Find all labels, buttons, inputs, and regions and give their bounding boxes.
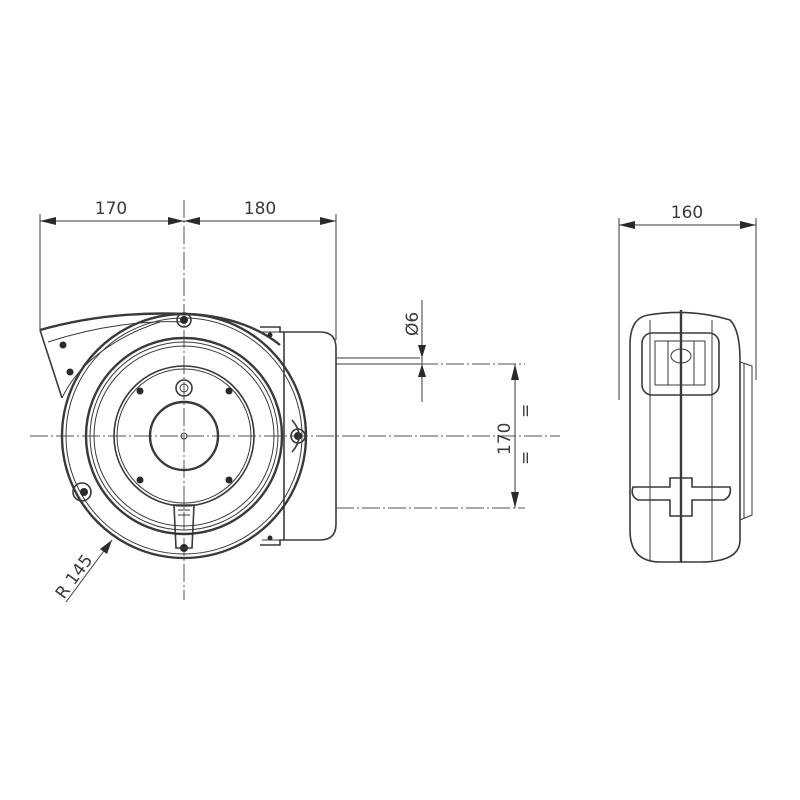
- reel-hub: [148, 400, 220, 472]
- hub-center: [180, 432, 188, 440]
- side-view: 160: [618, 203, 757, 563]
- radius-dimension: R 145: [52, 539, 113, 603]
- top-boss: [175, 379, 193, 397]
- side-handle: [631, 477, 732, 517]
- dim-right-width: 180: [244, 199, 276, 219]
- dim-hole-spacing: 170: [495, 423, 515, 455]
- dim-side-width: 160: [671, 203, 703, 223]
- hole-spacing-dimension: 170 = = Ø6: [336, 300, 536, 509]
- housing-outer-circle: [60, 312, 308, 560]
- housing-cowl-edge: [39, 329, 63, 399]
- equal-mark-top: =: [516, 404, 536, 418]
- dim-radius: R 145: [52, 551, 97, 603]
- wall-bracket: [260, 326, 337, 546]
- dim-hole-diameter: Ø6: [403, 312, 423, 336]
- reel-inner-ring: [113, 365, 255, 507]
- hose-guide: [72, 482, 92, 502]
- front-view: 170 180: [30, 199, 560, 603]
- latch: [173, 504, 195, 549]
- side-housing: [629, 311, 741, 563]
- top-dimension: 170 180: [39, 199, 337, 340]
- hose-guide-window: [641, 332, 720, 396]
- dim-left-width: 170: [95, 199, 127, 219]
- equal-mark-bottom: =: [516, 451, 536, 465]
- reel-outer-ring: [84, 336, 284, 536]
